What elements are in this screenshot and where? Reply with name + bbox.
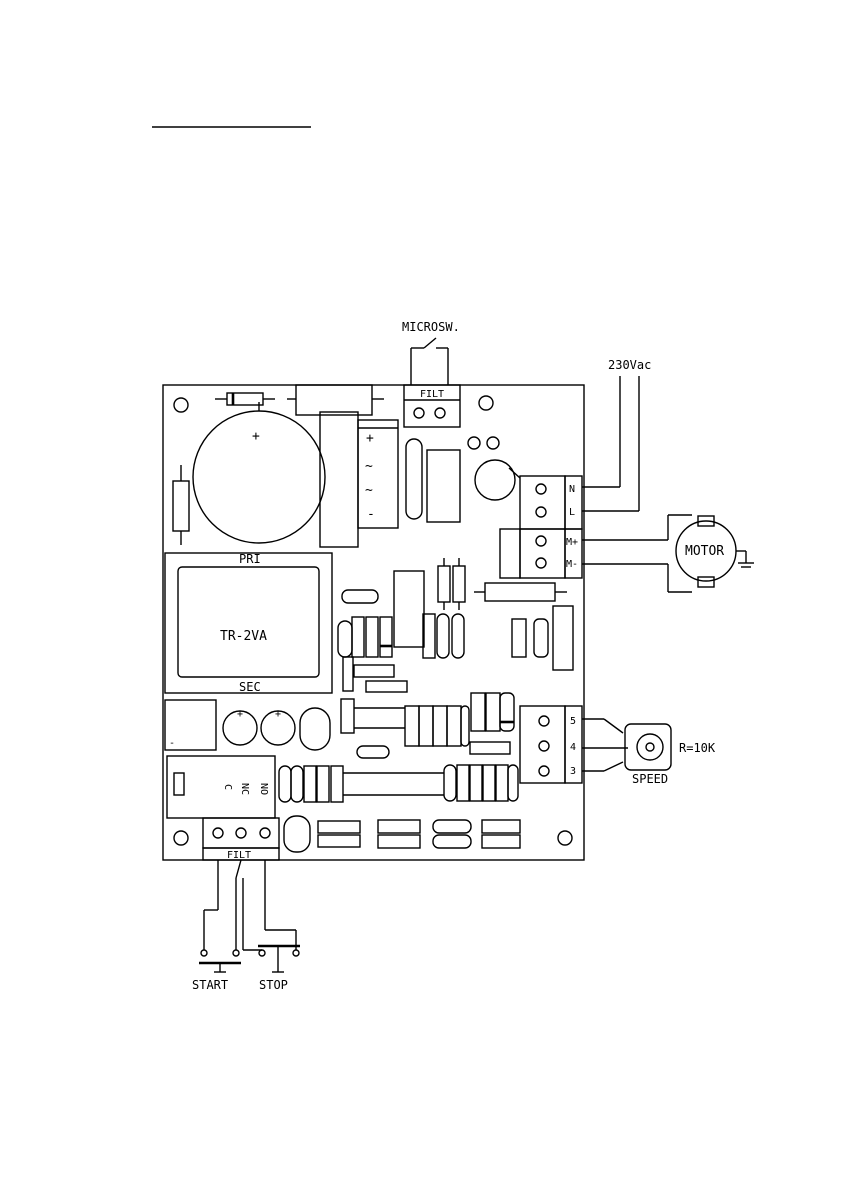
- svg-text:~: ~: [365, 483, 373, 498]
- diode-small: [341, 699, 354, 733]
- svg-text:MOTOR: MOTOR: [685, 544, 724, 559]
- resistor-top: [287, 385, 384, 415]
- svg-text:M-: M-: [566, 559, 578, 570]
- resistor-bank-middle: [354, 706, 469, 746]
- svg-text:4: 4: [570, 742, 576, 753]
- capacitor-oval: [342, 590, 378, 603]
- resistor-mid-h: [470, 742, 510, 754]
- svg-text:+: +: [275, 709, 281, 720]
- start-stop-wiring: START STOP: [192, 860, 300, 992]
- mounting-hole-icon: [174, 398, 188, 412]
- resistor-horizontal: [474, 583, 567, 601]
- terminal-block-start-stop: FILT: [203, 818, 279, 861]
- diode-vertical: [534, 619, 548, 657]
- resistor-vertical: [512, 619, 526, 657]
- trimmer-top: [475, 460, 515, 500]
- capacitor-vertical: [406, 439, 422, 519]
- stop-button-icon: [259, 950, 265, 956]
- svg-text:NO: NO: [258, 783, 269, 795]
- electrolytic-capacitor: +: [193, 402, 325, 543]
- svg-text:L: L: [569, 507, 575, 518]
- svg-text:FILT: FILT: [227, 850, 251, 861]
- small-capacitors: + +: [223, 708, 330, 750]
- start-button-icon: [201, 950, 207, 956]
- supply-label: 230Vac: [608, 358, 651, 372]
- svg-text:+: +: [237, 709, 243, 720]
- svg-text:-: -: [367, 507, 375, 522]
- svg-text:-: -: [169, 738, 175, 749]
- bridge-rectifier: + ~ ~ -: [358, 420, 398, 528]
- resistor-small-h: [366, 681, 407, 692]
- svg-text:+: +: [252, 429, 260, 444]
- svg-text:PRI: PRI: [239, 552, 261, 566]
- svg-text:R=10K: R=10K: [679, 741, 716, 755]
- mounting-hole-icon: [479, 396, 493, 410]
- svg-text:FILT: FILT: [420, 389, 444, 400]
- svg-text:~: ~: [365, 459, 373, 474]
- microsw-label: MICROSW.: [402, 320, 460, 334]
- resistor-bank-right: [471, 693, 514, 731]
- svg-text:N: N: [569, 484, 575, 495]
- svg-text:NC: NC: [239, 783, 250, 795]
- supply-wires: 230Vac: [582, 358, 651, 511]
- transistor-row: [338, 614, 464, 658]
- speed-potentiometer: R=10K SPEED: [582, 719, 716, 786]
- ic-block: [394, 571, 424, 647]
- mounting-hole-icon: [174, 831, 188, 845]
- heatsink-outline: [320, 412, 358, 547]
- diode-top: [215, 393, 275, 405]
- potentiometer-icon: [637, 734, 663, 760]
- small-hole: [468, 437, 480, 449]
- capacitor-tall: [553, 606, 573, 670]
- svg-text:STOP: STOP: [259, 978, 288, 992]
- svg-text:C: C: [222, 784, 233, 790]
- svg-text:SPEED: SPEED: [632, 772, 668, 786]
- svg-text:M+: M+: [566, 537, 578, 548]
- capacitor-small-oval: [357, 746, 389, 758]
- terminal-block-power: N L: [520, 476, 582, 529]
- svg-text:+: +: [366, 431, 374, 446]
- transformer: PRI TR-2VA SEC: [165, 552, 332, 694]
- motor: MOTOR: [582, 515, 754, 592]
- resistor-pair-vert: [438, 558, 465, 610]
- svg-text:SEC: SEC: [239, 680, 261, 694]
- relay-block: [427, 450, 460, 522]
- resistor-small: [343, 657, 353, 691]
- svg-text:5: 5: [570, 716, 576, 727]
- svg-text:3: 3: [570, 766, 576, 777]
- resistor-bank-bottom-right: [444, 765, 518, 801]
- relay: C NC NO: [167, 756, 275, 818]
- small-hole: [487, 437, 499, 449]
- resistor-bank-bottom-left: [279, 766, 444, 802]
- resistor-small-h: [354, 665, 394, 677]
- terminal-block-speed: 5 4 3: [520, 706, 582, 783]
- microswitch: MICROSW. FILT: [402, 320, 460, 427]
- svg-text:TR-2VA: TR-2VA: [220, 629, 267, 644]
- mounting-hole-icon: [558, 831, 572, 845]
- terminal-block-motor: M+ M-: [500, 529, 582, 578]
- resistor-left: [173, 465, 189, 545]
- svg-text:START: START: [192, 978, 228, 992]
- regulator: -: [165, 700, 216, 750]
- bottom-row-components: [284, 816, 520, 852]
